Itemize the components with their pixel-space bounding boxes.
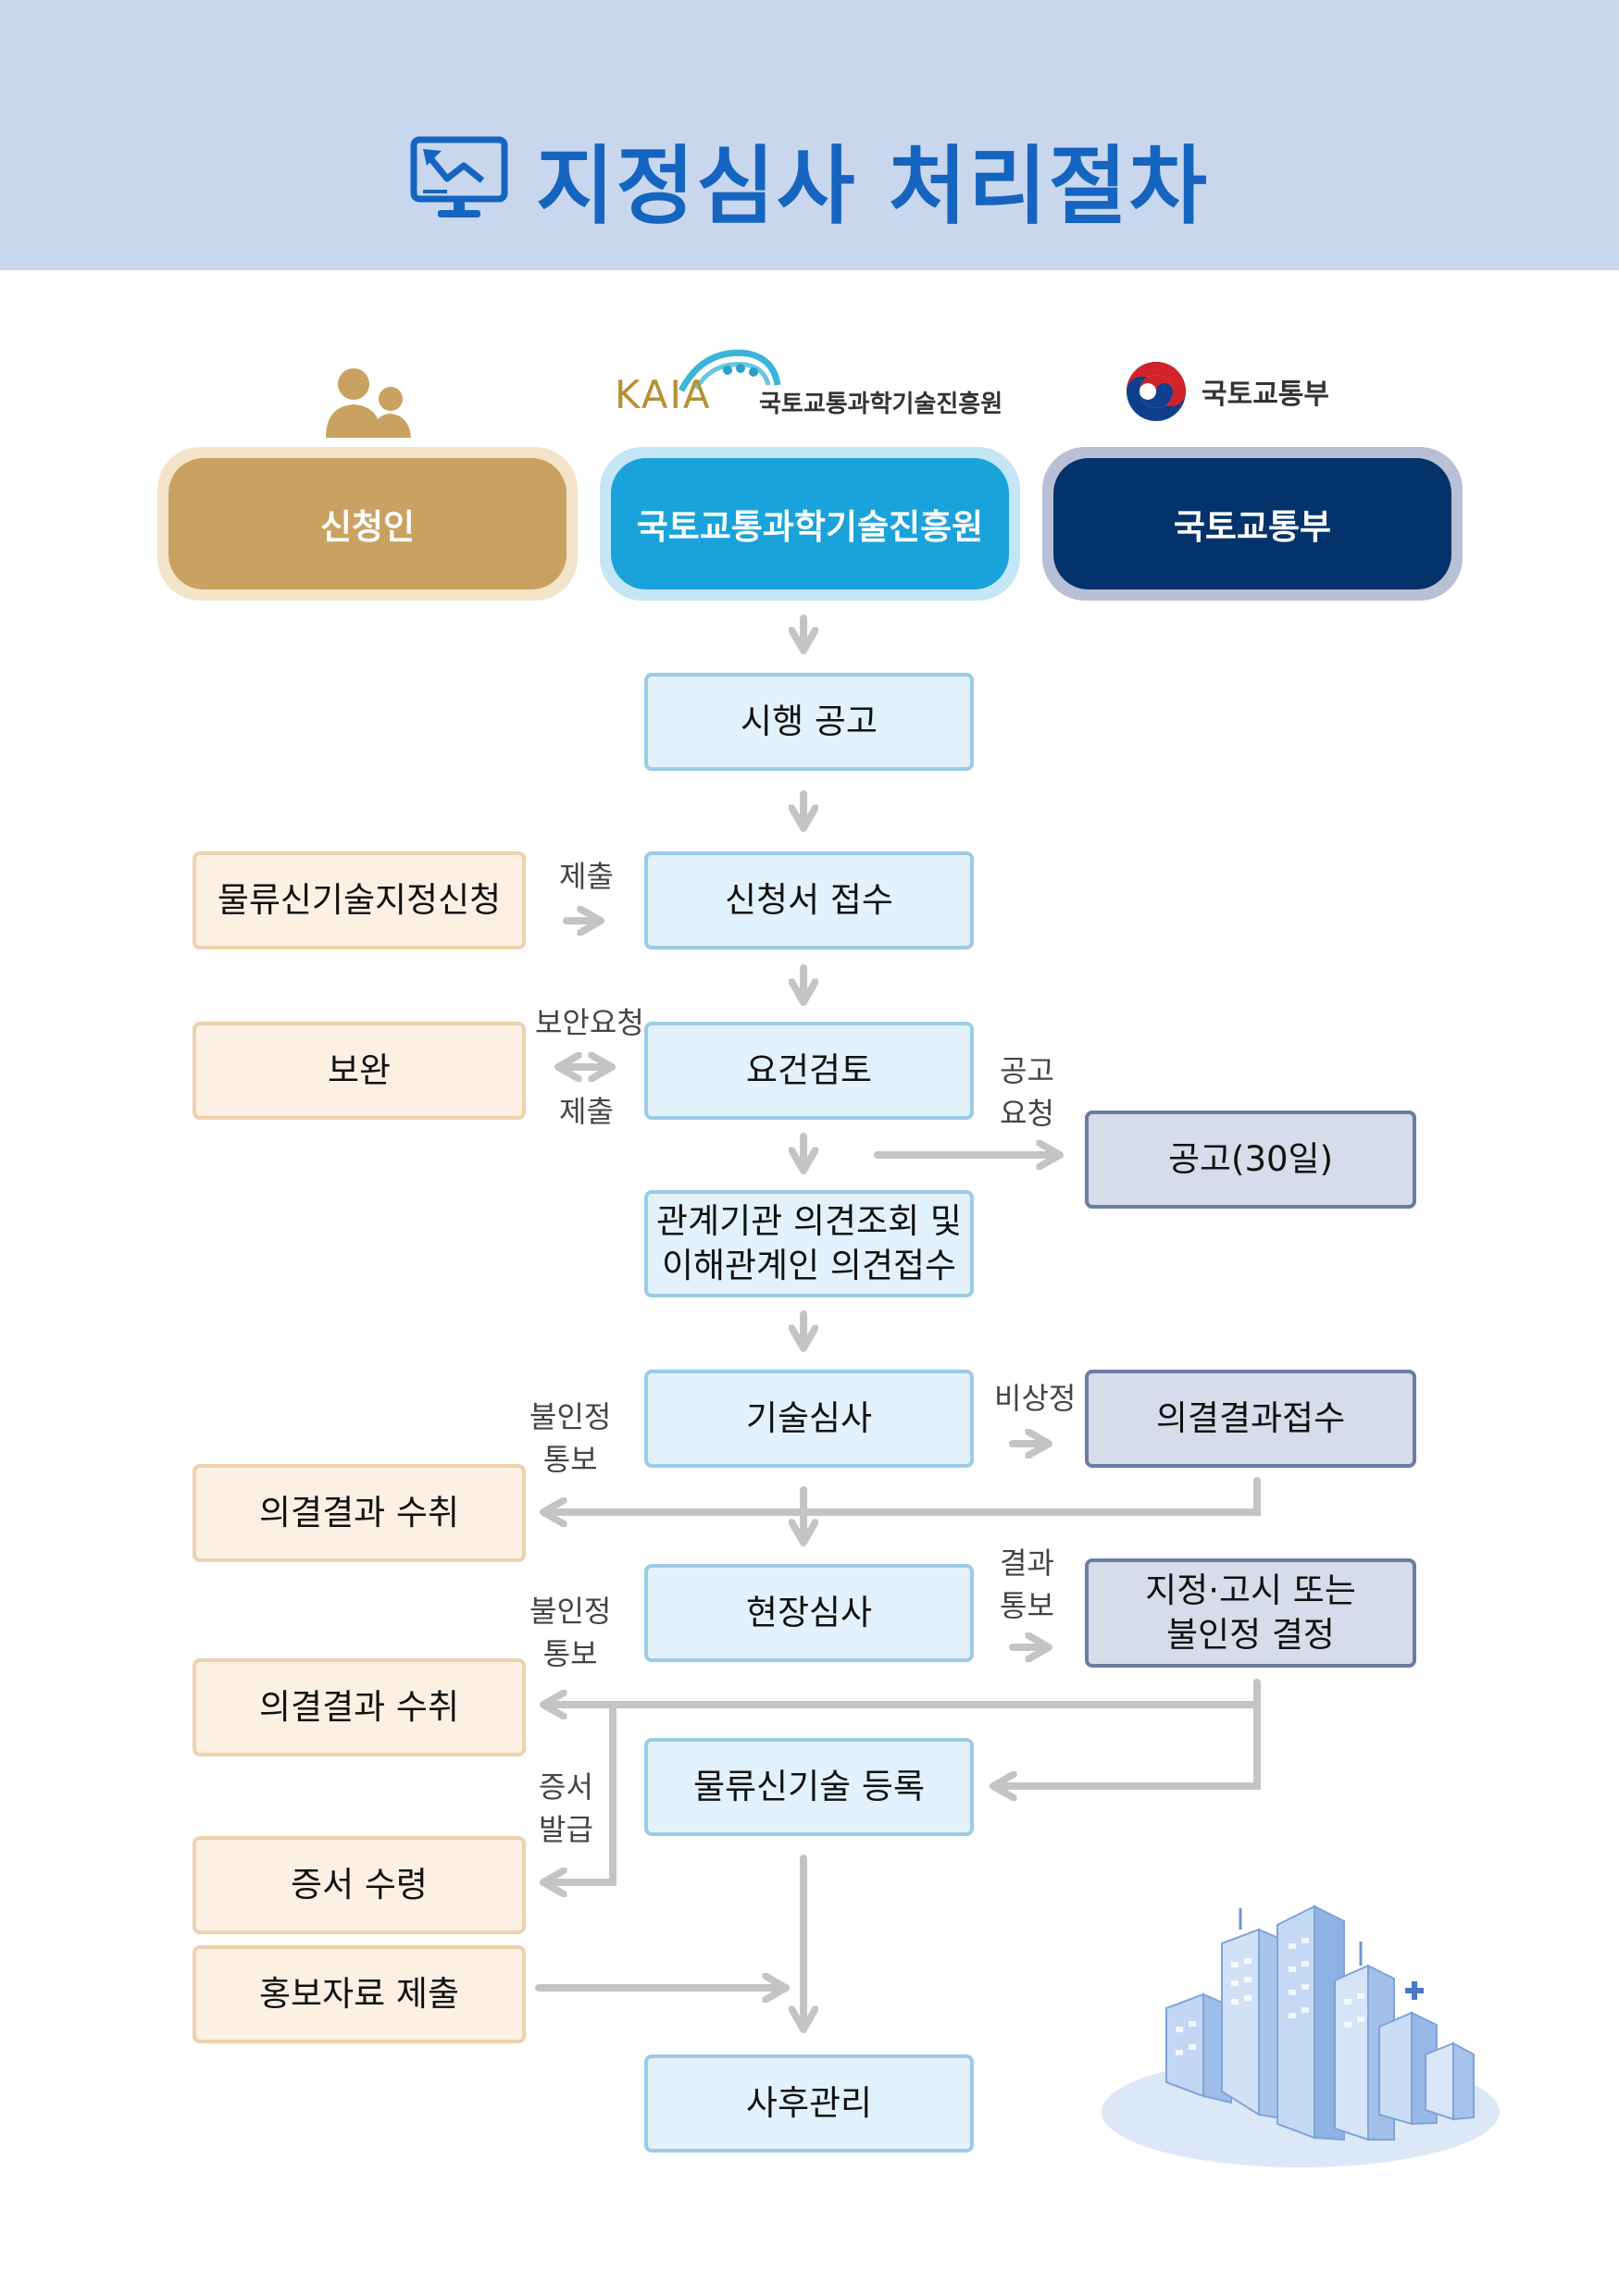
molit-role-box: 국토교통부 [1053,458,1451,590]
line-designate-to-receipt-2 [546,1679,1261,1705]
label-cert-issue-2: 발급 [539,1812,593,1848]
announce-node: 시행 공고 [644,673,974,771]
kaia-logo: KAIA 국토교통과학기술진흥원 [611,344,1018,418]
cert-receive-node: 증서 수령 [193,1836,526,1934]
receipt-node-2: 의결결과 수취 [193,1658,526,1756]
label-result-notice-2: 통보 [1000,1588,1054,1624]
line-designate-to-register [996,1701,1261,1786]
line-cert-issue [546,1701,616,1882]
designate-node-line-1: 지정·고시 또는 [1145,1570,1356,1610]
kaia-role-box: 국토교통과학기술진흥원 [611,458,1009,590]
label-result-notice: 결과 통보 [1000,1542,1054,1628]
label-supplement-submit: 제출 [559,1094,614,1129]
header-band [0,0,1619,270]
designate-node-line-2: 불인정 결정 [1166,1615,1335,1655]
label-notice-request-1: 공고 [1000,1053,1054,1088]
taegeuk-logo-icon [1127,362,1186,421]
page-title: 지정심사 처리절차 [0,128,1619,236]
label-notice-request: 공고 요청 [1000,1049,1054,1136]
review-node: 요건검토 [644,1022,974,1120]
label-emergency: 비상정 [994,1381,1077,1416]
people-icon [326,368,411,438]
city-buildings-illustration [1102,1905,1500,2167]
label-reject-1-line-2: 통보 [542,1442,598,1478]
tech-review-node: 기술심사 [644,1370,974,1468]
line-decision-to-receipt-1 [546,1477,1261,1512]
label-reject-2-line-2: 통보 [542,1636,598,1672]
label-cert-issue: 증서 발급 [539,1766,593,1852]
kaia-logo-text: KAIA [615,372,712,417]
label-supplement-request: 보안요청 [535,1005,644,1040]
receipt-node-1: 의결결과 수취 [193,1464,526,1562]
label-submit: 제출 [559,859,614,894]
kaia-logo-name: 국토교통과학기술진흥원 [759,391,1003,418]
register-node: 물류신기술 등록 [644,1738,974,1836]
applicant-role-box: 신청인 [168,458,567,590]
label-reject-1: 불인정 통보 [529,1396,611,1482]
page-title-text: 지정심사 처리절차 [535,136,1210,236]
apply-node: 물류신기술지정신청 [193,851,526,949]
monitor-chart-icon [410,136,508,217]
supplement-node: 보완 [193,1022,526,1120]
designate-node: 지정·고시 또는 불인정 결정 [1085,1558,1416,1668]
pr-submit-node: 홍보자료 제출 [193,1945,526,2043]
site-review-node: 현장심사 [644,1564,974,1662]
label-reject-1-line-1: 불인정 [529,1399,612,1434]
label-reject-2-line-1: 불인정 [529,1594,612,1629]
label-notice-request-2: 요청 [1000,1096,1054,1132]
aftercare-node: 사후관리 [644,2054,974,2153]
molit-logo-name: 국토교통부 [1202,379,1329,411]
opinion-node: 관계기관 의견조회 및 이해관계인 의견접수 [644,1190,974,1297]
notice-30-node: 공고(30일) [1085,1111,1416,1209]
molit-logo: 국토교통부 [1124,359,1364,424]
label-result-notice-1: 결과 [1000,1545,1054,1581]
kaia-logo-icon [678,349,781,392]
label-reject-2: 불인정 통보 [529,1590,611,1676]
decision-receive-node: 의결결과접수 [1085,1370,1416,1468]
label-cert-issue-1: 증서 [539,1769,593,1805]
receive-node: 신청서 접수 [644,851,974,949]
opinion-node-line-1: 관계기관 의견조회 및 [656,1200,962,1241]
opinion-node-line-2: 이해관계인 의견접수 [661,1246,957,1285]
